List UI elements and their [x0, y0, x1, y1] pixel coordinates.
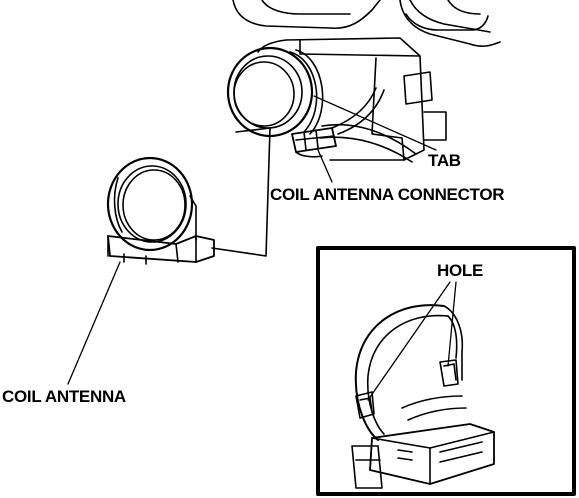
coil-antenna-label: COIL ANTENNA [2, 387, 126, 406]
hole-label: HOLE [437, 261, 484, 280]
steering-column-illustration [211, 0, 501, 257]
coil-antenna-illustration [67, 156, 215, 385]
tab-label: TAB [428, 151, 461, 170]
detail-inset [316, 246, 576, 496]
coil-antenna-connector-label: COIL ANTENNA CONNECTOR [270, 185, 505, 204]
